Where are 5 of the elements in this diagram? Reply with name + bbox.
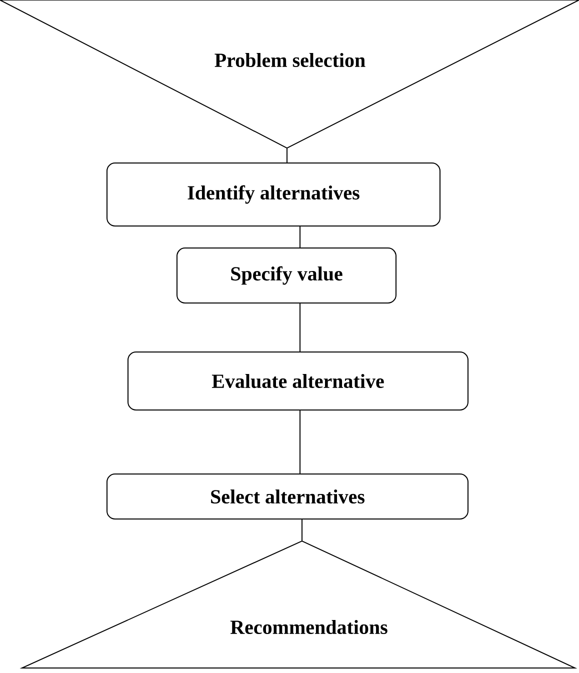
- process-box: Identify alternatives: [106, 162, 440, 226]
- process-box: Specify value: [176, 248, 396, 304]
- process-box: Evaluate alternative: [128, 352, 468, 410]
- connector-line: [286, 148, 288, 163]
- process-box: Select alternatives: [106, 474, 468, 520]
